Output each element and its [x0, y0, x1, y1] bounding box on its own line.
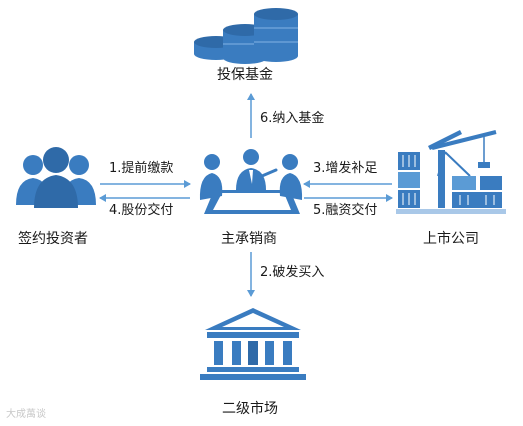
- stock-exchange-building-icon: [200, 308, 306, 380]
- coin-stack-icon: [194, 8, 298, 64]
- investor-group-icon: [16, 147, 96, 208]
- flow-label-payment: 1.提前缴款: [109, 161, 174, 176]
- flow-label-additional-issue: 3.增发补足: [313, 161, 378, 176]
- label-guarantee-fund: 投保基金: [217, 67, 273, 83]
- flow-label-share-delivery: 4.股份交付: [109, 203, 174, 218]
- listed-company-port-icon: [396, 130, 506, 214]
- flow-arrows: [99, 93, 393, 297]
- label-lead-underwriter: 主承销商: [221, 231, 277, 247]
- underwriter-meeting-icon: [199, 149, 303, 214]
- watermark: 大成萬谈: [6, 409, 46, 420]
- flow-label-break-issue-buy: 2.破发买入: [260, 265, 325, 280]
- label-contract-investors: 签约投资者: [18, 231, 88, 247]
- flow-label-pay-fund: 6.纳入基金: [260, 111, 325, 126]
- label-secondary-market: 二级市场: [222, 401, 278, 417]
- flow-label-financing-delivery: 5.融资交付: [313, 203, 378, 218]
- label-listed-company: 上市公司: [423, 231, 479, 247]
